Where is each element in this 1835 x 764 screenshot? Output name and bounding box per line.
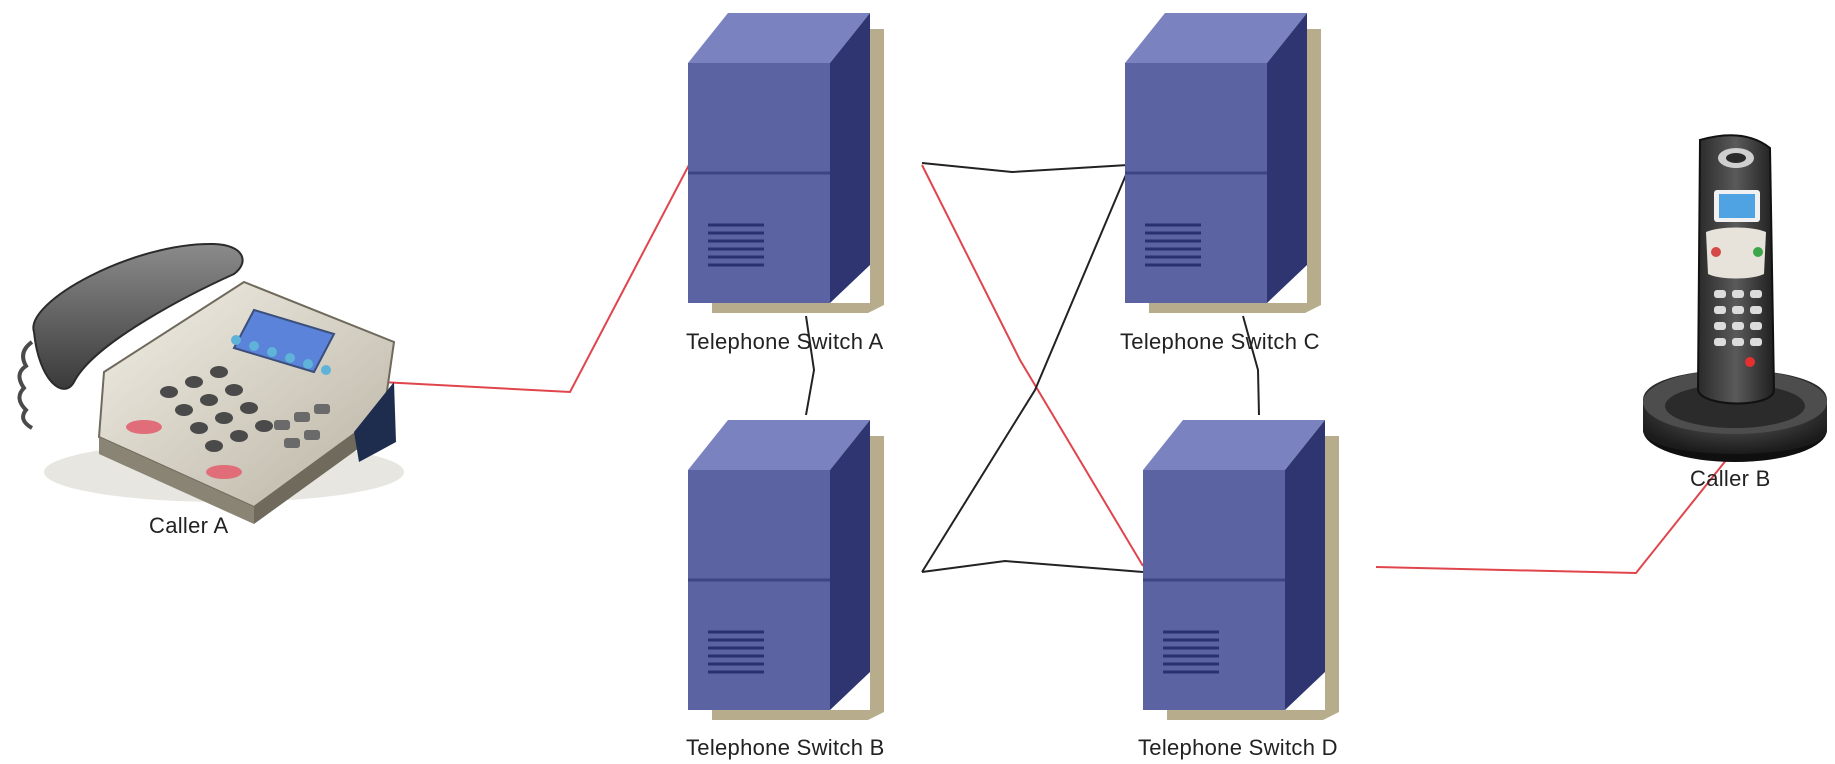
caller-b-label: Caller B (1690, 466, 1771, 491)
caller-a-label: Caller A (149, 513, 229, 538)
link-switch-a-switch-b (805, 315, 816, 416)
desk-phone-icon (17, 242, 404, 524)
cordless-phone-icon (1643, 134, 1827, 462)
switch-a-label: Telephone Switch A (686, 329, 884, 354)
link-switch-a-switch-c (921, 162, 1129, 174)
switch-d-icon (1143, 420, 1339, 720)
link-caller-a-switch-a (379, 162, 691, 394)
link-switch-b-switch-d (921, 559, 1144, 573)
link-switch-d-caller-b (1375, 458, 1728, 575)
switch-c-icon (1125, 13, 1321, 313)
switch-d-label: Telephone Switch D (1138, 735, 1338, 760)
link-switch-c-switch-d (1242, 315, 1260, 416)
link-switch-b-switch-c (921, 169, 1129, 573)
switch-b-icon (688, 420, 884, 720)
switch-b-label: Telephone Switch B (686, 735, 885, 760)
links-layer (379, 162, 1728, 575)
link-switch-a-switch-d (921, 164, 1144, 567)
switch-c-label: Telephone Switch C (1120, 329, 1320, 354)
switch-a-icon (688, 13, 884, 313)
